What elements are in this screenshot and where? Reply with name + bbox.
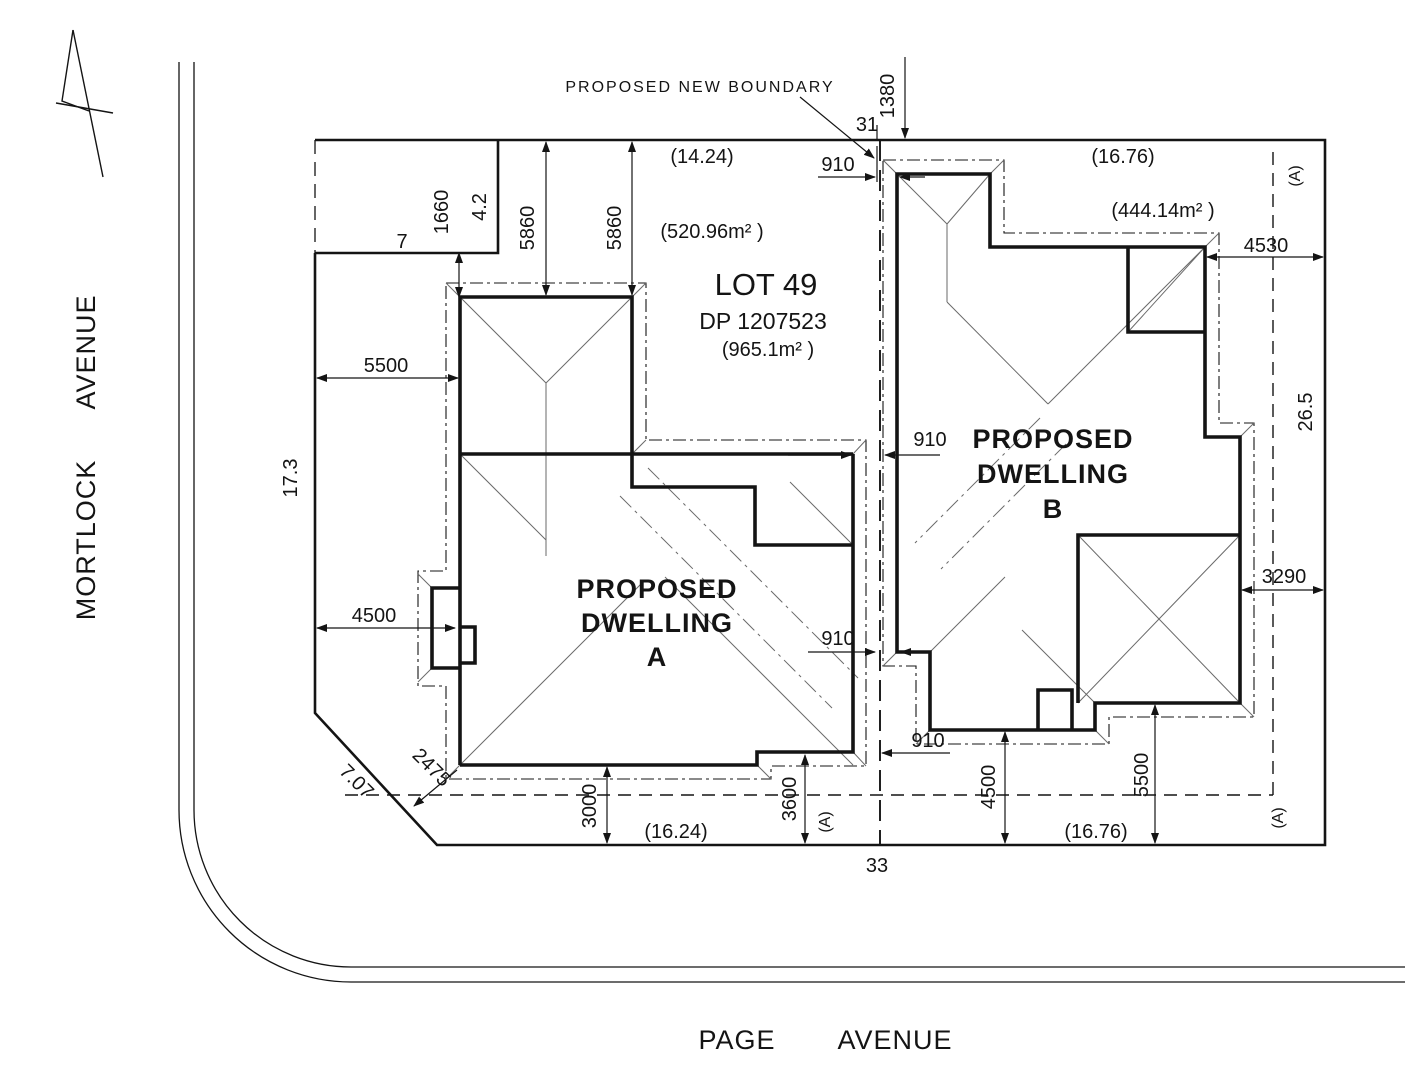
boundary-label-leader bbox=[799, 96, 875, 159]
dwelling-b-ridge-dashdot bbox=[914, 417, 1067, 570]
dwelling-a-label-3: A bbox=[647, 642, 668, 672]
north-arrow-icon bbox=[55, 29, 114, 178]
road-edges bbox=[178, 62, 1405, 983]
dim-4530: 4530 bbox=[1244, 235, 1289, 257]
street-page-name: PAGE bbox=[698, 1025, 775, 1055]
street-page-type: AVENUE bbox=[837, 1025, 952, 1055]
dim-bottom-total: 33 bbox=[866, 855, 888, 877]
dim-3290: 3290 bbox=[1262, 566, 1307, 588]
dwelling-a-label-1: PROPOSED bbox=[576, 574, 737, 604]
envelope-a-top-right: (A) bbox=[1287, 165, 1304, 186]
dim-notch-h: 4.2 bbox=[469, 193, 491, 221]
lot-plan: DP 1207523 bbox=[699, 308, 826, 334]
dim-5500-left: 5500 bbox=[364, 355, 409, 377]
dim-4500-b: 4500 bbox=[978, 765, 1000, 810]
dim-5860-2: 5860 bbox=[604, 206, 626, 251]
road-edge-outer bbox=[178, 62, 1405, 983]
dim-splay: 7.07 bbox=[335, 760, 378, 803]
lot-title: LOT 49 bbox=[715, 267, 818, 302]
dim-2475: 2475 bbox=[408, 744, 455, 791]
dim-notch-w: 7 bbox=[396, 231, 407, 253]
lot-area-b: (444.14m² ) bbox=[1111, 200, 1214, 222]
dwelling-a-ridge-dashdot bbox=[619, 467, 859, 709]
dim-5860-1: 5860 bbox=[517, 206, 539, 251]
dimension-lines bbox=[316, 57, 1324, 844]
street-mortlock-type: AVENUE bbox=[71, 294, 101, 409]
dwelling-b-overhang bbox=[882, 159, 1255, 745]
dim-910-top: 910 bbox=[821, 154, 854, 176]
dim-top-left: (14.24) bbox=[670, 146, 733, 168]
dim-910-front: 910 bbox=[913, 429, 946, 451]
envelope-a-bottom-left: (A) bbox=[817, 811, 834, 832]
dwelling-a-walls bbox=[430, 295, 855, 767]
dim-3000: 3000 bbox=[579, 784, 601, 829]
dim-right: 26.5 bbox=[1295, 393, 1317, 432]
dim-910-rear: 910 bbox=[911, 730, 944, 752]
dwelling-b-walls bbox=[895, 172, 1242, 732]
dim-5500-b: 5500 bbox=[1131, 753, 1153, 798]
street-mortlock-name: MORTLOCK bbox=[71, 460, 101, 621]
road-edge-inner bbox=[193, 62, 1405, 968]
lot-area-a: (520.96m² ) bbox=[660, 221, 763, 243]
dim-bottom-right: (16.76) bbox=[1064, 821, 1127, 843]
dwelling-b-roof-lines bbox=[882, 159, 1255, 745]
dim-4500-left: 4500 bbox=[352, 605, 397, 627]
dim-1660: 1660 bbox=[431, 190, 453, 235]
lot-area-total: (965.1m² ) bbox=[722, 339, 814, 361]
dim-3600: 3600 bbox=[779, 777, 801, 822]
dwelling-b-label-3: B bbox=[1043, 494, 1064, 524]
dim-top-right: (16.76) bbox=[1091, 146, 1154, 168]
dwelling-b-label-2: DWELLING bbox=[977, 459, 1129, 489]
dim-1380: 1380 bbox=[877, 74, 899, 119]
envelope-a-bottom-right: (A) bbox=[1270, 807, 1287, 828]
lot-boundary-notch bbox=[315, 140, 500, 255]
dim-left: 17.3 bbox=[280, 459, 302, 498]
dwelling-b-label-1: PROPOSED bbox=[972, 424, 1133, 454]
proposed-boundary-label: PROPOSED NEW BOUNDARY bbox=[565, 79, 834, 96]
lot-boundary-main bbox=[313, 138, 1327, 847]
dim-910-mid: 910 bbox=[821, 628, 854, 650]
lot-boundary bbox=[313, 138, 1327, 847]
dim-bottom-left: (16.24) bbox=[644, 821, 707, 843]
dim-top-total: 31 bbox=[856, 114, 878, 136]
dwelling-a-label-2: DWELLING bbox=[581, 608, 733, 638]
building-envelope-lines bbox=[345, 145, 1274, 796]
